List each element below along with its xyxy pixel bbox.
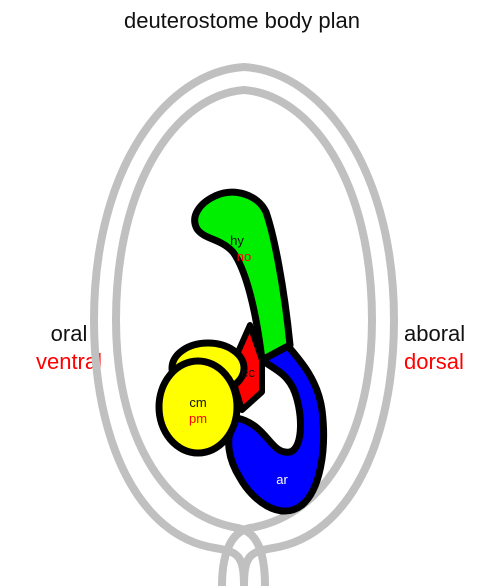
body-wall [94,67,394,586]
body-wall-outer [94,67,394,586]
label-hy: hy [230,233,244,248]
label-ar: ar [276,472,288,487]
label-pm: pm [189,411,207,426]
label-no: no [237,249,251,264]
label-cm: cm [189,395,206,410]
label-ec: ec [241,365,255,380]
